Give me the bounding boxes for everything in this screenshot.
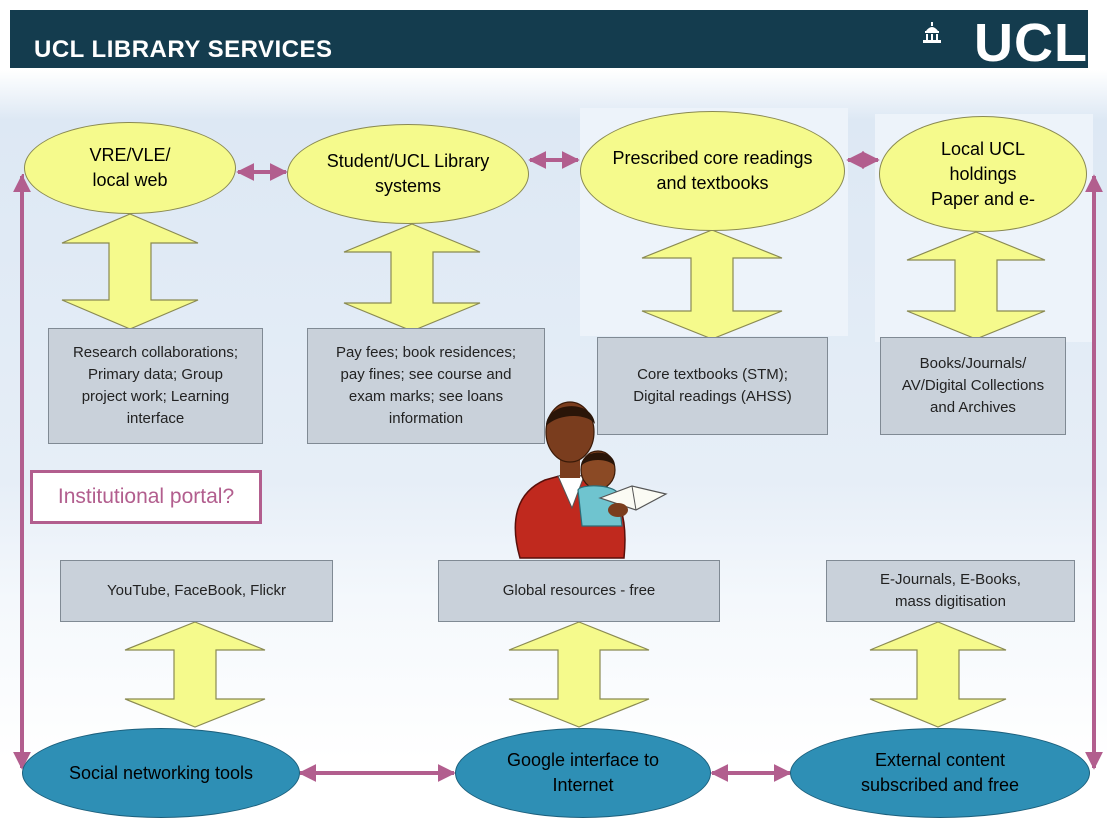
- node-vre: VRE/VLE/ local web: [24, 122, 236, 214]
- node-external-content: External content subscribed and free: [790, 728, 1090, 818]
- double-arrow: [508, 621, 650, 728]
- node-social-networking: Social networking tools: [22, 728, 300, 818]
- double-arrow: [124, 621, 266, 728]
- box-global-resources: Global resources - free: [438, 560, 720, 622]
- node-local-holdings: Local UCL holdings Paper and e-: [879, 116, 1087, 232]
- institutional-portal-label: Institutional portal?: [30, 470, 262, 524]
- adult-reading-to-child-clipart: [514, 401, 668, 559]
- header-title: UCL LIBRARY SERVICES: [34, 36, 333, 63]
- double-arrow: [641, 229, 783, 340]
- node-google-interface: Google interface to Internet: [455, 728, 711, 818]
- building-dome-icon: [923, 22, 941, 43]
- double-arrow: [61, 213, 199, 330]
- node-core-readings: Prescribed core readings and textbooks: [580, 111, 845, 231]
- box-books: Books/Journals/ AV/Digital Collections a…: [880, 337, 1066, 435]
- box-fees: Pay fees; book residences; pay fines; se…: [307, 328, 545, 444]
- box-social-media: YouTube, FaceBook, Flickr: [60, 560, 333, 622]
- double-arrow: [343, 223, 481, 332]
- ucl-logo: UCL: [974, 13, 1088, 73]
- node-student-systems: Student/UCL Library systems: [287, 124, 529, 224]
- box-textbooks: Core textbooks (STM); Digital readings (…: [597, 337, 828, 435]
- double-arrow: [869, 621, 1007, 728]
- box-research: Research collaborations; Primary data; G…: [48, 328, 263, 444]
- double-arrow: [906, 231, 1046, 340]
- box-ejournals: E-Journals, E-Books, mass digitisation: [826, 560, 1075, 622]
- header-bar: UCL LIBRARY SERVICES UCL: [10, 10, 1088, 72]
